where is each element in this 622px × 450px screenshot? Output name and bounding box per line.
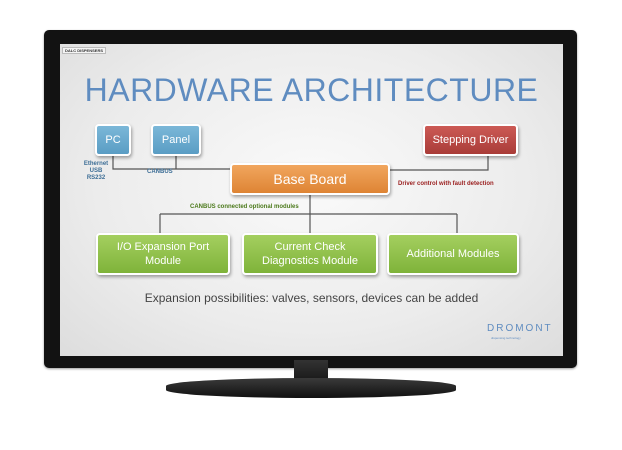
slide-tag: DALC DISPENSERS [62,47,107,54]
current-check-module-label: Current Check Diagnostics Module [262,241,358,267]
base-board-node: Base Board [230,163,390,195]
stepping-driver-node: Stepping Driver [423,124,518,156]
panel-node-label: Panel [161,134,191,146]
dromont-logo: DROMONT [487,323,553,334]
io-expansion-module-node: I/O Expansion Port Module [96,233,230,275]
current-check-module-node: Current Check Diagnostics Module [242,233,378,275]
logo-slogan: dispensing technology [491,336,521,340]
pc-node: PC [95,124,131,156]
base-board-label: Base Board [273,171,347,187]
canbus-optional-label: CANBUS connected optional modules [190,204,299,210]
slide-title: HARDWARE ARCHITECTURE [84,72,539,108]
pc-node-label: PC [105,134,121,146]
monitor-screen: DALC DISPENSERS HARDWARE ARCHITECTURE PC… [60,44,563,356]
io-expansion-module-label: I/O Expansion Port Module [116,241,210,267]
additional-modules-label: Additional Modules [406,248,500,260]
monitor-stand-base [166,378,456,398]
stepping-driver-label: Stepping Driver [432,134,509,146]
additional-modules-node: Additional Modules [387,233,519,275]
monitor-stand-neck [294,360,328,380]
expansion-footer: Expansion possibilities: valves, sensors… [144,291,479,305]
connector-lines [112,150,489,234]
driver-control-label: Driver control with fault detection [398,181,494,187]
pc-links-label: Ethernet USB RS232 [83,161,109,181]
panel-node: Panel [151,124,201,156]
canbus-label: CANBUS [147,169,173,175]
